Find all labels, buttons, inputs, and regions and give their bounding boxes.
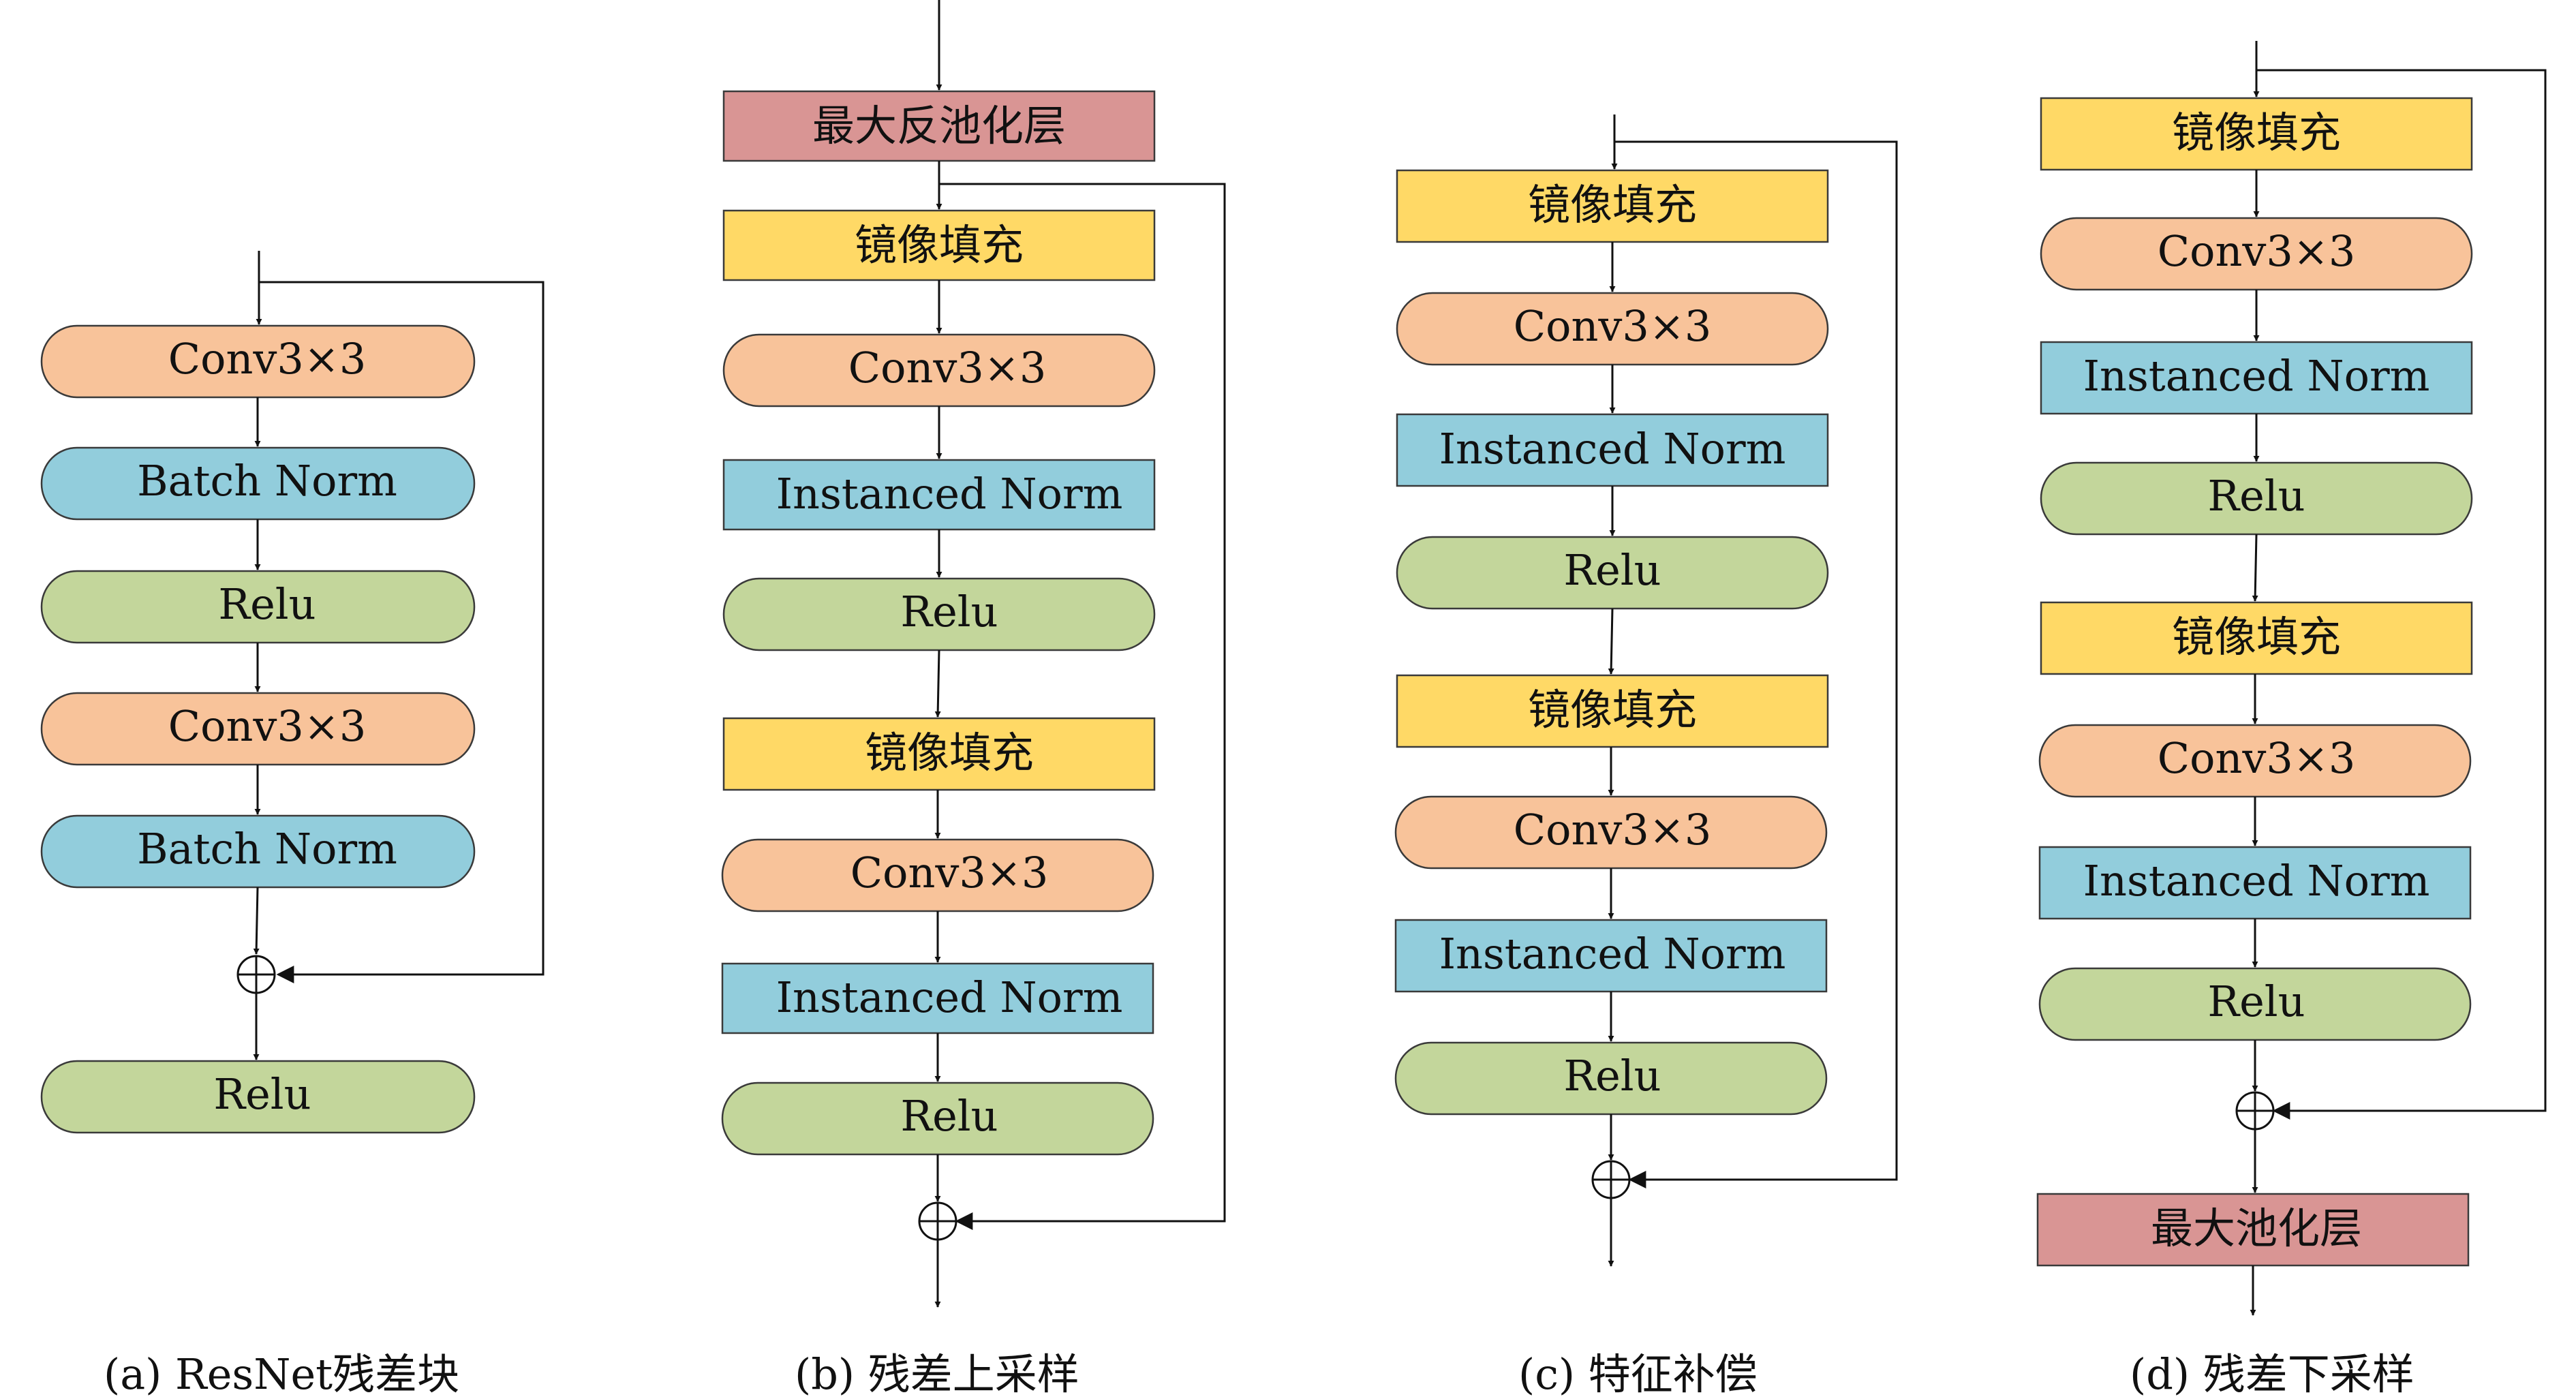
block-label: Relu — [900, 587, 998, 636]
caption: (d) 残差下采样 — [2130, 1349, 2414, 1397]
block-label: Relu — [218, 579, 316, 629]
block-label: 镜像填充 — [865, 728, 1034, 778]
block-label: Relu — [213, 1069, 311, 1119]
block-label: Relu — [1563, 545, 1661, 595]
arrow — [1608, 608, 1614, 675]
block-norm — [1396, 413, 1829, 487]
skip-connection — [2256, 69, 2547, 1120]
block-label: Instanced Norm — [2083, 351, 2430, 401]
block-norm — [721, 962, 1154, 1034]
block-norm — [2040, 341, 2473, 415]
block-pad — [722, 717, 1156, 791]
block-label: Batch Norm — [137, 456, 397, 506]
block-label: Relu — [1563, 1051, 1661, 1101]
block-pool — [2036, 1193, 2470, 1267]
block-norm — [2038, 846, 2472, 920]
block-label: 最大池化层 — [2151, 1203, 2362, 1253]
skip-connection — [939, 183, 1226, 1230]
block-label: Instanced Norm — [1439, 424, 1786, 474]
add-node — [2235, 1091, 2275, 1131]
add-node — [1591, 1160, 1631, 1199]
block-label: 镜像填充 — [2172, 108, 2341, 157]
block-pad — [722, 209, 1156, 281]
caption: (c) 特征补偿 — [1518, 1349, 1758, 1397]
block-relu — [40, 1060, 476, 1134]
diagram-c-feature-compensation: 镜像填充 Conv3×3 Instanced Norm Relu 镜像填充 Co… — [1394, 114, 1898, 1397]
diagram-a-resnet-block: Conv3×3 Batch Norm Relu Conv3×3 Batch No… — [40, 251, 545, 1397]
add-node — [236, 955, 276, 994]
arrow — [2252, 534, 2258, 602]
diagram-b-residual-upsampling: 最大反池化层 镜像填充 Conv3×3 Instanced Norm Relu … — [721, 0, 1226, 1397]
block-label: 镜像填充 — [1528, 685, 1697, 735]
arrow — [253, 887, 260, 955]
block-label: Instanced Norm — [776, 469, 1123, 519]
add-node — [918, 1201, 957, 1241]
block-label: 镜像填充 — [1528, 180, 1697, 230]
block-label: Conv3×3 — [1514, 805, 1712, 855]
block-norm — [40, 814, 476, 889]
block-label: 镜像填充 — [855, 220, 1024, 270]
caption: (a) ResNet残差块 — [104, 1349, 459, 1397]
block-pool — [722, 90, 1156, 162]
block-label: Conv3×3 — [168, 701, 367, 751]
block-label: 镜像填充 — [2172, 612, 2341, 662]
block-label: Relu — [2207, 471, 2305, 521]
skip-connection — [1614, 140, 1898, 1188]
block-pad — [2040, 601, 2473, 675]
block-label: Instanced Norm — [776, 972, 1123, 1022]
block-pad — [1396, 169, 1829, 243]
diagram-d-residual-downsampling: 镜像填充 Conv3×3 Instanced Norm Relu 镜像填充 Co… — [2036, 41, 2547, 1397]
block-label: Relu — [900, 1091, 998, 1141]
caption: (b) 残差上采样 — [795, 1349, 1079, 1397]
block-pad — [2040, 97, 2473, 171]
block-label: Conv3×3 — [2158, 733, 2356, 783]
block-label: Conv3×3 — [2158, 226, 2356, 276]
block-label: Conv3×3 — [1514, 301, 1712, 351]
block-label: Instanced Norm — [1439, 929, 1786, 979]
block-label: 最大反池化层 — [812, 101, 1066, 151]
block-label: Conv3×3 — [168, 334, 367, 384]
block-norm — [1394, 919, 1828, 993]
block-label: Relu — [2207, 977, 2305, 1026]
skip-connection — [259, 281, 545, 983]
arrow — [934, 649, 941, 718]
block-pad — [1396, 674, 1829, 748]
block-label: Instanced Norm — [2083, 856, 2430, 906]
block-label: Conv3×3 — [850, 848, 1049, 897]
block-label: Batch Norm — [137, 824, 397, 874]
block-label: Conv3×3 — [848, 343, 1047, 393]
